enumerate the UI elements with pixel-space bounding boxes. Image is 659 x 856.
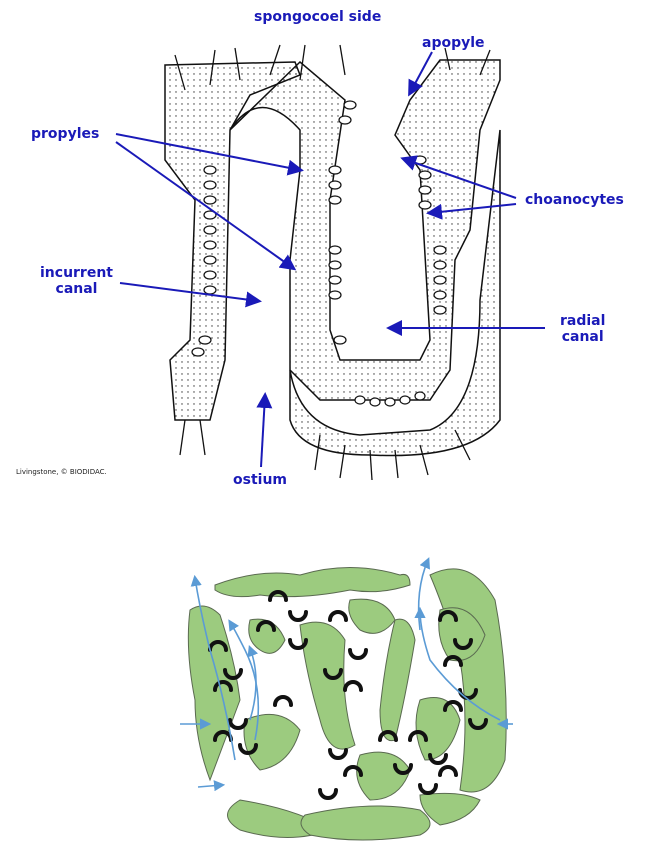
bottom-u-wall <box>289 129 501 457</box>
label-choanocytes: choanocytes <box>525 192 624 208</box>
label-spongocoel-side: spongocoel side <box>254 9 382 25</box>
label-incurrent-line1: incurrent <box>40 265 113 281</box>
label-ostium: ostium <box>233 472 287 488</box>
water-flow-arrows <box>180 557 513 792</box>
tissue-blobs <box>187 567 507 841</box>
choanocyte-rows <box>191 100 447 407</box>
middle-wall <box>229 59 501 401</box>
left-body-wall <box>164 61 301 421</box>
label-incurrent-canal: incurrent canal <box>40 265 113 297</box>
label-apopyle: apopyle <box>422 35 485 51</box>
label-radial-canal: radial canal <box>560 313 605 345</box>
top-diagram-drawing <box>115 44 545 481</box>
flagellated-chambers <box>208 590 488 800</box>
image-credit: Livingstone, © BIODIDAC. <box>16 468 107 476</box>
label-radial-line2: canal <box>561 329 604 345</box>
spicules <box>174 44 491 481</box>
label-radial-line1: radial <box>560 313 606 329</box>
label-arrows <box>115 51 545 468</box>
label-propyles: propyles <box>31 126 100 142</box>
label-incurrent-line2: canal <box>55 281 98 297</box>
